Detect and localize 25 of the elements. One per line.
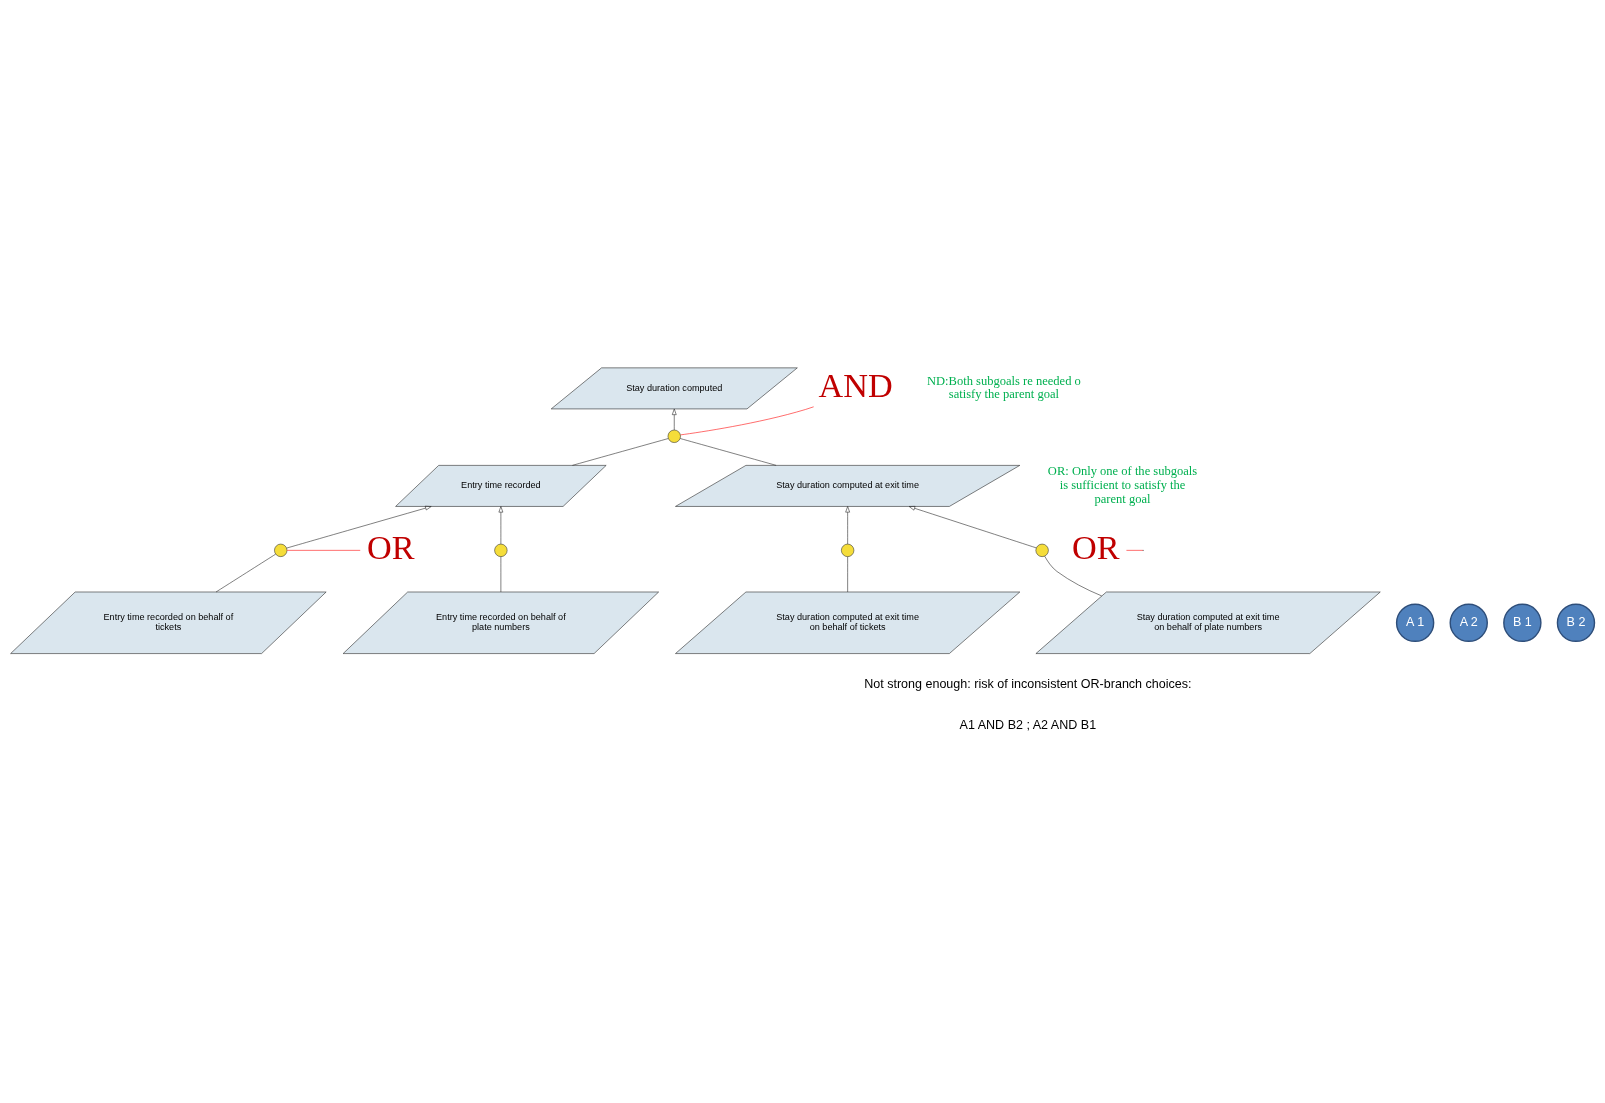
arrow <box>845 506 850 545</box>
node-circle: B 2 <box>1556 603 1596 643</box>
node-text: OR <box>1071 528 1120 566</box>
node-circle <box>1035 543 1049 557</box>
label: A1 AND B2 ; A2 AND B1 <box>959 717 1097 732</box>
node-text: AND <box>818 366 893 404</box>
arrow <box>908 506 1037 549</box>
node-circle <box>274 543 288 557</box>
arrow <box>286 505 432 549</box>
node-circle: B 1 <box>1503 603 1542 643</box>
arrow <box>498 506 504 545</box>
connector <box>847 556 848 593</box>
label: ND:Both subgoals re needed o satisfy the parent goal <box>927 373 1081 402</box>
node-circle <box>494 543 508 557</box>
label: OR: Only one of the subgoals is sufficient to satisfy the parent goal <box>1047 464 1198 506</box>
connector <box>572 438 669 466</box>
arrow <box>672 408 677 431</box>
node-circle <box>667 429 681 443</box>
connector <box>215 553 276 593</box>
node-text: OR <box>367 528 415 566</box>
node-circle: A 2 <box>1449 603 1488 643</box>
connector <box>679 438 777 466</box>
node-circle: A 1 <box>1395 603 1435 643</box>
label: Not strong enough: risk of inconsistent OR-branch choices: <box>864 676 1192 691</box>
node-circle <box>841 543 855 557</box>
